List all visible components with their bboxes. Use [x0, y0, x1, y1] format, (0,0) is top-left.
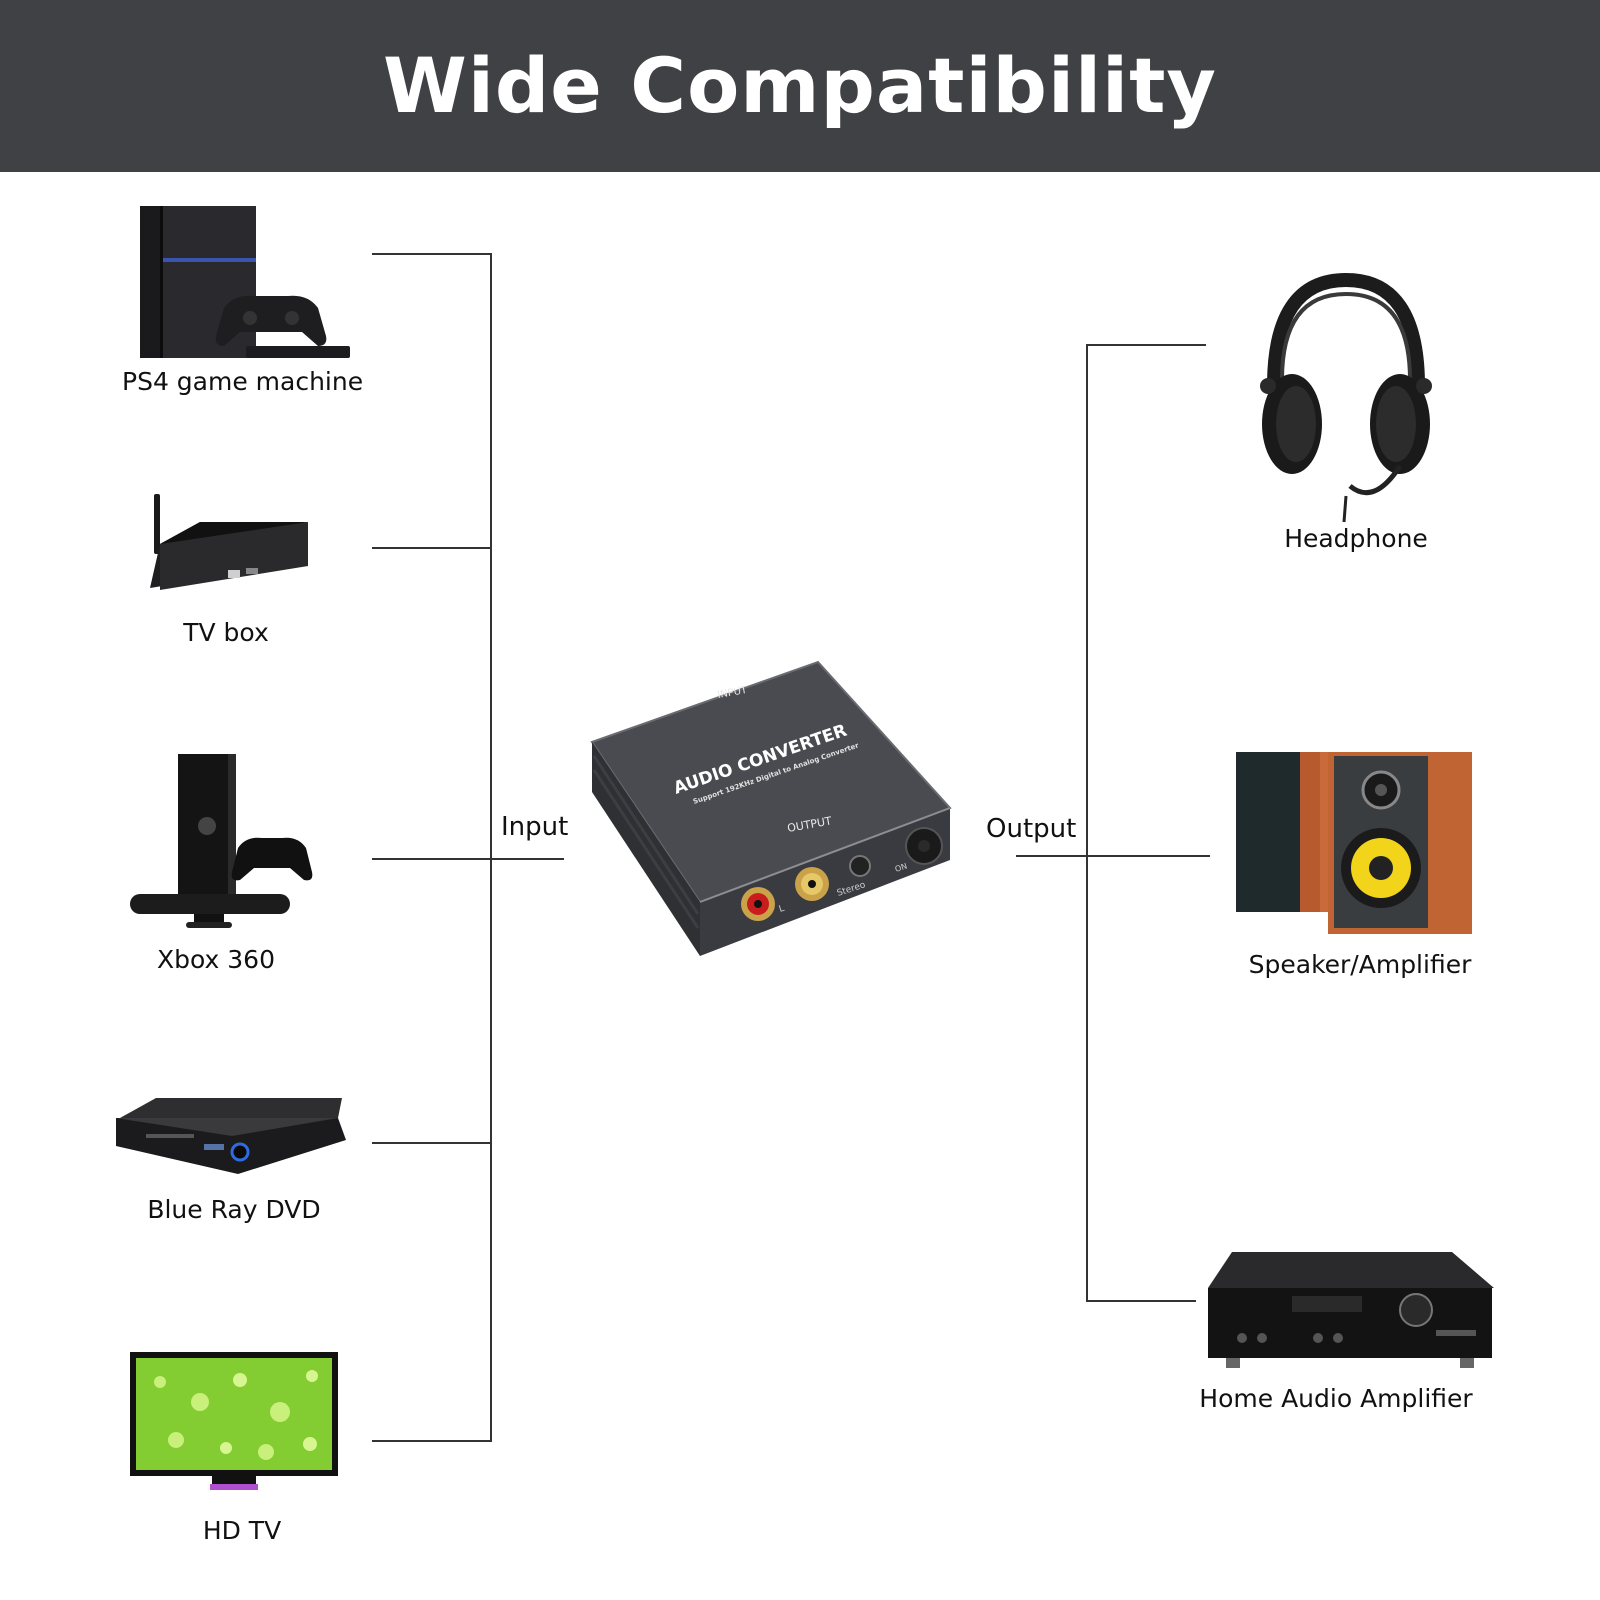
output-branch-line [1086, 855, 1210, 857]
input-bus-line [490, 253, 492, 1442]
output-bus-line [1086, 344, 1088, 1302]
converter-on-text: ON [894, 862, 908, 874]
input-branch-line [372, 1142, 492, 1144]
input-to-converter-line [492, 858, 564, 860]
blu-ray-player-icon [116, 1098, 346, 1174]
audio-converter-icon: INPUT AUDIO CONVERTER Support 192KHz Dig… [590, 660, 952, 956]
output-device-label: Home Audio Amplifier [1199, 1384, 1473, 1413]
input-device-label: HD TV [202, 1516, 282, 1545]
converter-to-output-line [1016, 855, 1088, 857]
input-device-label: PS4 game machine [122, 367, 364, 396]
input-branch-line [372, 253, 492, 255]
converter-l-text: L [778, 904, 786, 915]
input-device-label: TV box [183, 618, 269, 647]
header-bar [0, 0, 1600, 172]
input-device-label: Blue Ray DVD [147, 1195, 321, 1224]
input-device-label: Xbox 360 [157, 945, 275, 974]
ps4-console-icon [140, 206, 350, 358]
input-branch-line [372, 547, 492, 549]
page-title: Wide Compatibility [383, 41, 1217, 130]
output-device-label: Speaker/Amplifier [1248, 950, 1472, 979]
converter-input-text: INPUT [717, 685, 749, 701]
input-label: Input [501, 812, 569, 842]
output-branch-line [1086, 1300, 1196, 1302]
headphone-icon [1260, 272, 1432, 523]
xbox-360-icon [130, 754, 313, 928]
input-branch-line [372, 1440, 492, 1442]
output-label: Output [986, 814, 1077, 844]
speaker-icon [1236, 752, 1472, 934]
output-branch-line [1086, 344, 1206, 346]
av-receiver-icon [1208, 1252, 1494, 1368]
hd-tv-icon [130, 1352, 338, 1490]
tv-box-icon [150, 494, 308, 590]
output-device-label: Headphone [1284, 524, 1428, 553]
input-branch-line [372, 858, 492, 860]
